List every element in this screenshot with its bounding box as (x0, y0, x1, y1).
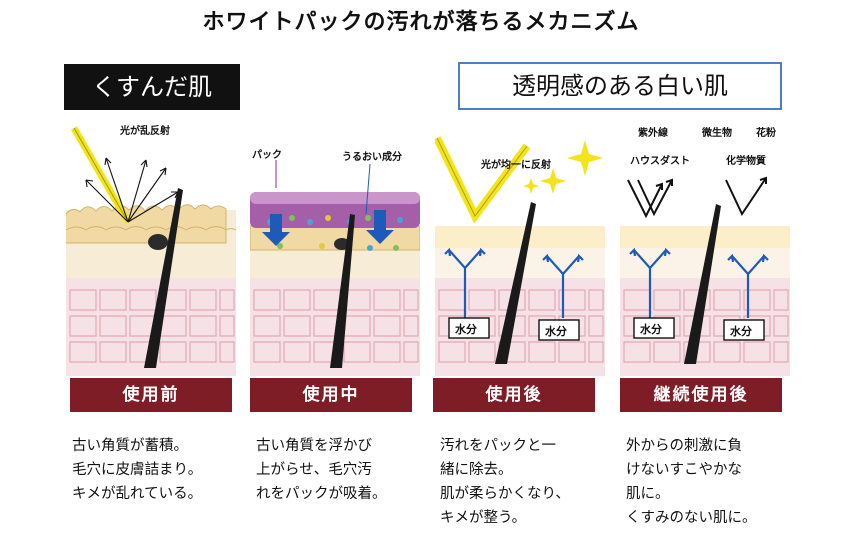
pore-clog (148, 234, 168, 250)
svg-text:水分: 水分 (730, 324, 752, 338)
description-continued: 外からの刺激に負 けないすこやかな 肌に。 くすみのない肌に。 (626, 438, 757, 526)
description-before: 古い角質が蓄積。 毛穴に皮膚詰まり。 キメが乱れている。 (72, 438, 203, 502)
dull-skin-heading: くすんだ肌 (64, 64, 240, 110)
page-title: ホワイトパックの汚れが落ちるメカニズム (202, 10, 640, 35)
stage-label-continued: 継続使用後 (620, 378, 782, 412)
blocked-irritants (627, 176, 767, 219)
panel-continued-use: 紫外線 微生物 花粉 ハウスダスト 化学物質 水分 水分 (620, 118, 790, 376)
light-scatter-label: 光が乱反射 (119, 124, 170, 137)
uv-label: 紫外線 (638, 126, 668, 139)
moisture-arrows (629, 247, 769, 318)
skin-diagram-after: 光が均一に反射 水分 水分 (433, 136, 605, 376)
moisture-label: うるおい成分 (342, 150, 402, 163)
water-badge-right: 水分 (723, 319, 765, 341)
water-badge-right: 水分 (538, 319, 580, 341)
clear-skin-heading: 透明感のある白い肌 (458, 62, 782, 110)
light-scatter: 光が乱反射 (70, 124, 179, 224)
water-badge-left: 水分 (448, 317, 490, 339)
description-during: 古い角質を浮かび 上がらせ、毛穴汚 れをパックが吸着。 (256, 438, 387, 502)
uniform-reflection-label: 光が均一に反射 (480, 158, 551, 171)
hair (144, 188, 183, 368)
stage-label-during: 使用中 (250, 378, 412, 412)
uniform-reflection: 光が均一に反射 (433, 136, 603, 224)
pack-label: パック (252, 149, 282, 161)
svg-text:水分: 水分 (640, 322, 662, 336)
absorb-arrows (262, 210, 394, 246)
skin-diagram-before: 光が乱反射 (55, 124, 237, 376)
svg-text:水分: 水分 (455, 322, 477, 336)
panel-after-use: 光が均一に反射 水分 水分 (433, 118, 605, 376)
stage-label-before: 使用前 (70, 378, 232, 412)
stage-label-after: 使用後 (433, 378, 595, 412)
description-after: 汚れをパックと一 緒に除去。 肌が柔らかくなり、 キメが整う。 (440, 438, 570, 526)
skin-diagram-during: パック うるおい成分 (249, 149, 421, 376)
hair (495, 202, 536, 364)
water-badge-left: 水分 (633, 317, 675, 339)
svg-text:水分: 水分 (545, 324, 567, 338)
rough-stratum-corneum (55, 204, 237, 244)
house-dust-label: ハウスダスト (630, 154, 690, 167)
chemical-label: 化学物質 (726, 154, 766, 167)
skin-diagram-continued: 紫外線 微生物 花粉 ハウスダスト 化学物質 水分 水分 (620, 126, 790, 376)
panel-during-use: パック うるおい成分 (249, 118, 421, 376)
panel-before-use: 光が乱反射 (55, 118, 237, 376)
hair (684, 204, 721, 364)
microbe-label: 微生物 (701, 126, 732, 139)
moisture-arrows (444, 247, 584, 318)
pollen-label: 花粉 (756, 126, 776, 139)
